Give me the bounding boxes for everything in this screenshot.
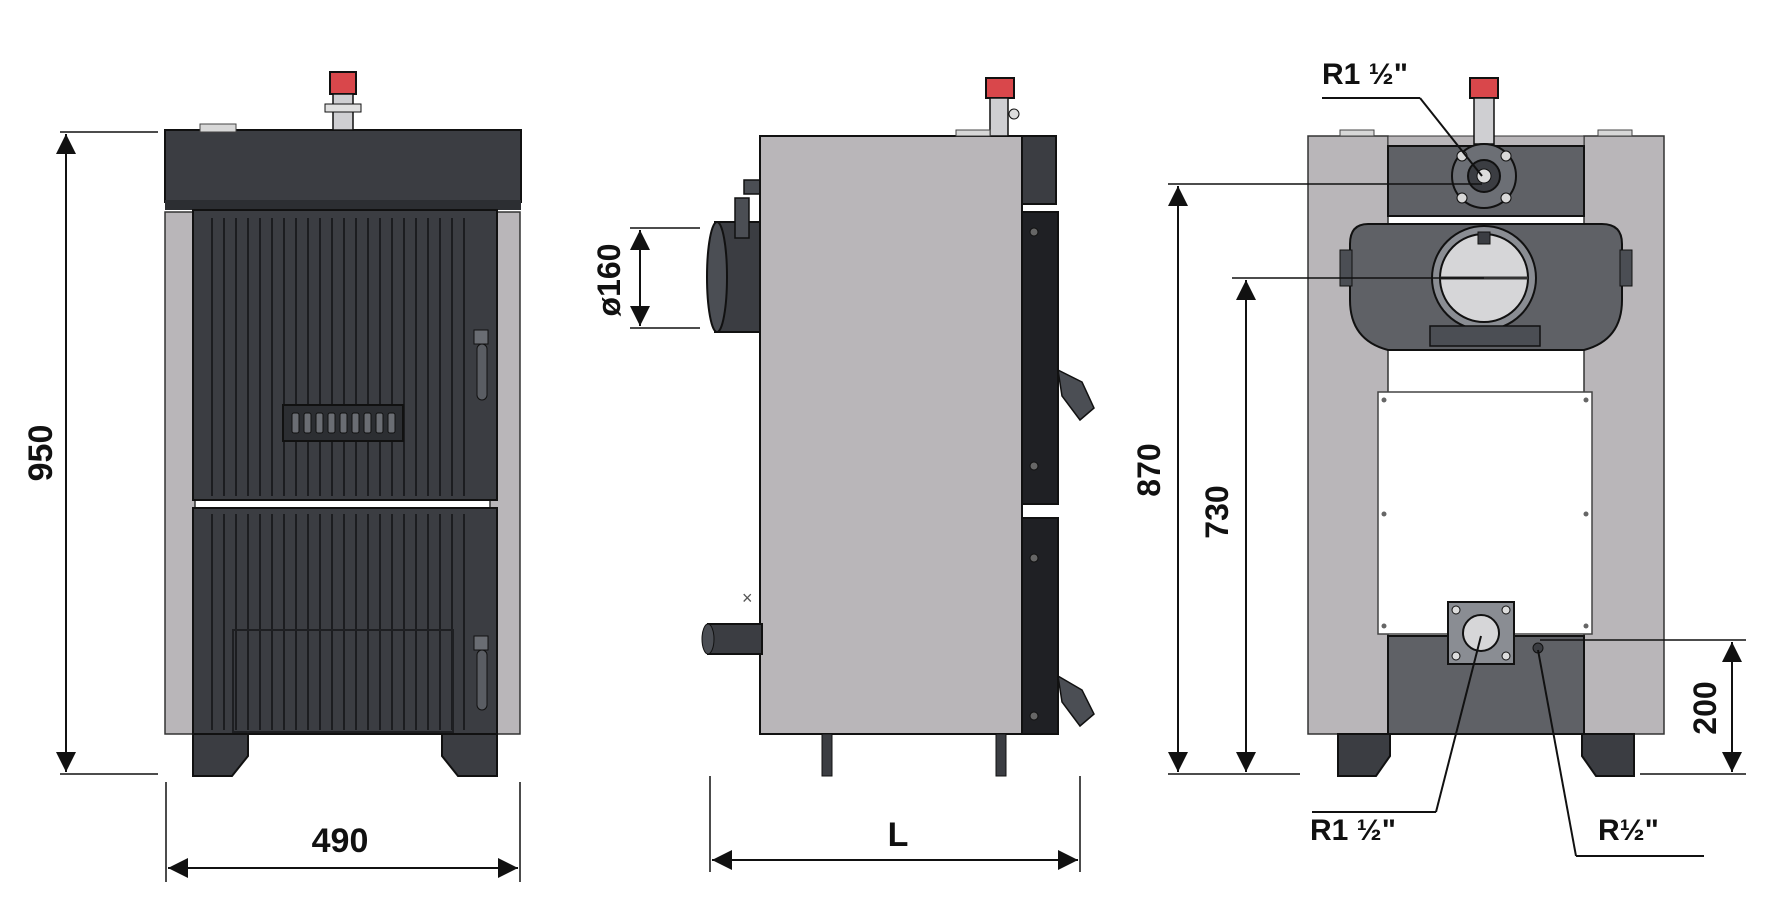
side-lower-door-profile (1021, 517, 1059, 735)
rear-top-flange-icon (1469, 77, 1499, 145)
rear-height-200-label: 200 (1687, 681, 1723, 734)
rear-bottom-right-connection-label: R½" (1598, 814, 1659, 847)
rear-view: R1 ½" 870 730 200 R1 ½" R½" (1131, 58, 1746, 857)
side-front-leg (995, 733, 1007, 777)
rear-access-panel (1377, 391, 1593, 635)
front-top-flange-icon (324, 71, 362, 131)
rear-bottom-left-connection-label: R1 ½" (1310, 814, 1396, 847)
vent-slot (375, 412, 384, 434)
rear-return-flange-icon (1447, 601, 1515, 665)
vent-slot (327, 412, 336, 434)
side-upper-handle-icon (1057, 368, 1095, 422)
side-upper-door-profile (1021, 211, 1059, 505)
front-view: 950 490 (22, 71, 522, 882)
rear-height-730-label: 730 (1199, 485, 1235, 538)
side-view: × ø160 L (591, 77, 1095, 872)
vent-slot (339, 412, 348, 434)
rear-height-870-label: 870 (1131, 443, 1167, 496)
front-ash-door (232, 629, 454, 733)
front-upper-ribs (211, 218, 465, 496)
front-vent-slots (291, 412, 396, 434)
front-upper-handle-icon (473, 329, 489, 401)
vent-slot (315, 412, 324, 434)
front-lower-ribs (211, 514, 465, 730)
vent-slot (303, 412, 312, 434)
front-top-cap (164, 129, 522, 203)
svg-text:×: × (742, 588, 753, 608)
front-left-foot (192, 733, 249, 777)
side-top-flange-icon (985, 77, 1020, 137)
side-flue-diameter-label: ø160 (591, 244, 627, 317)
front-width-label: 490 (312, 822, 369, 860)
rear-left-foot (1337, 733, 1391, 777)
rear-top-connection-label: R1 ½" (1322, 58, 1408, 91)
side-flue-pipe-icon (706, 179, 761, 333)
side-rear-leg (821, 733, 833, 777)
front-right-foot (441, 733, 498, 777)
side-return-pipe (707, 623, 763, 655)
vent-slot (351, 412, 360, 434)
rear-top-outlet-flange-icon (1451, 143, 1517, 209)
rear-right-foot (1581, 733, 1635, 777)
side-body-panel (759, 135, 1023, 735)
rear-panel-screws (1381, 397, 1589, 629)
side-lower-handle-icon (1057, 674, 1095, 728)
vent-slot (291, 412, 300, 434)
side-top-cap (1021, 135, 1057, 205)
vent-slot (387, 412, 396, 434)
front-left-jacket (164, 211, 196, 735)
front-height-label: 950 (22, 425, 60, 482)
front-lower-handle-icon (473, 635, 489, 711)
side-length-label: L (888, 816, 909, 854)
vent-slot (363, 412, 372, 434)
